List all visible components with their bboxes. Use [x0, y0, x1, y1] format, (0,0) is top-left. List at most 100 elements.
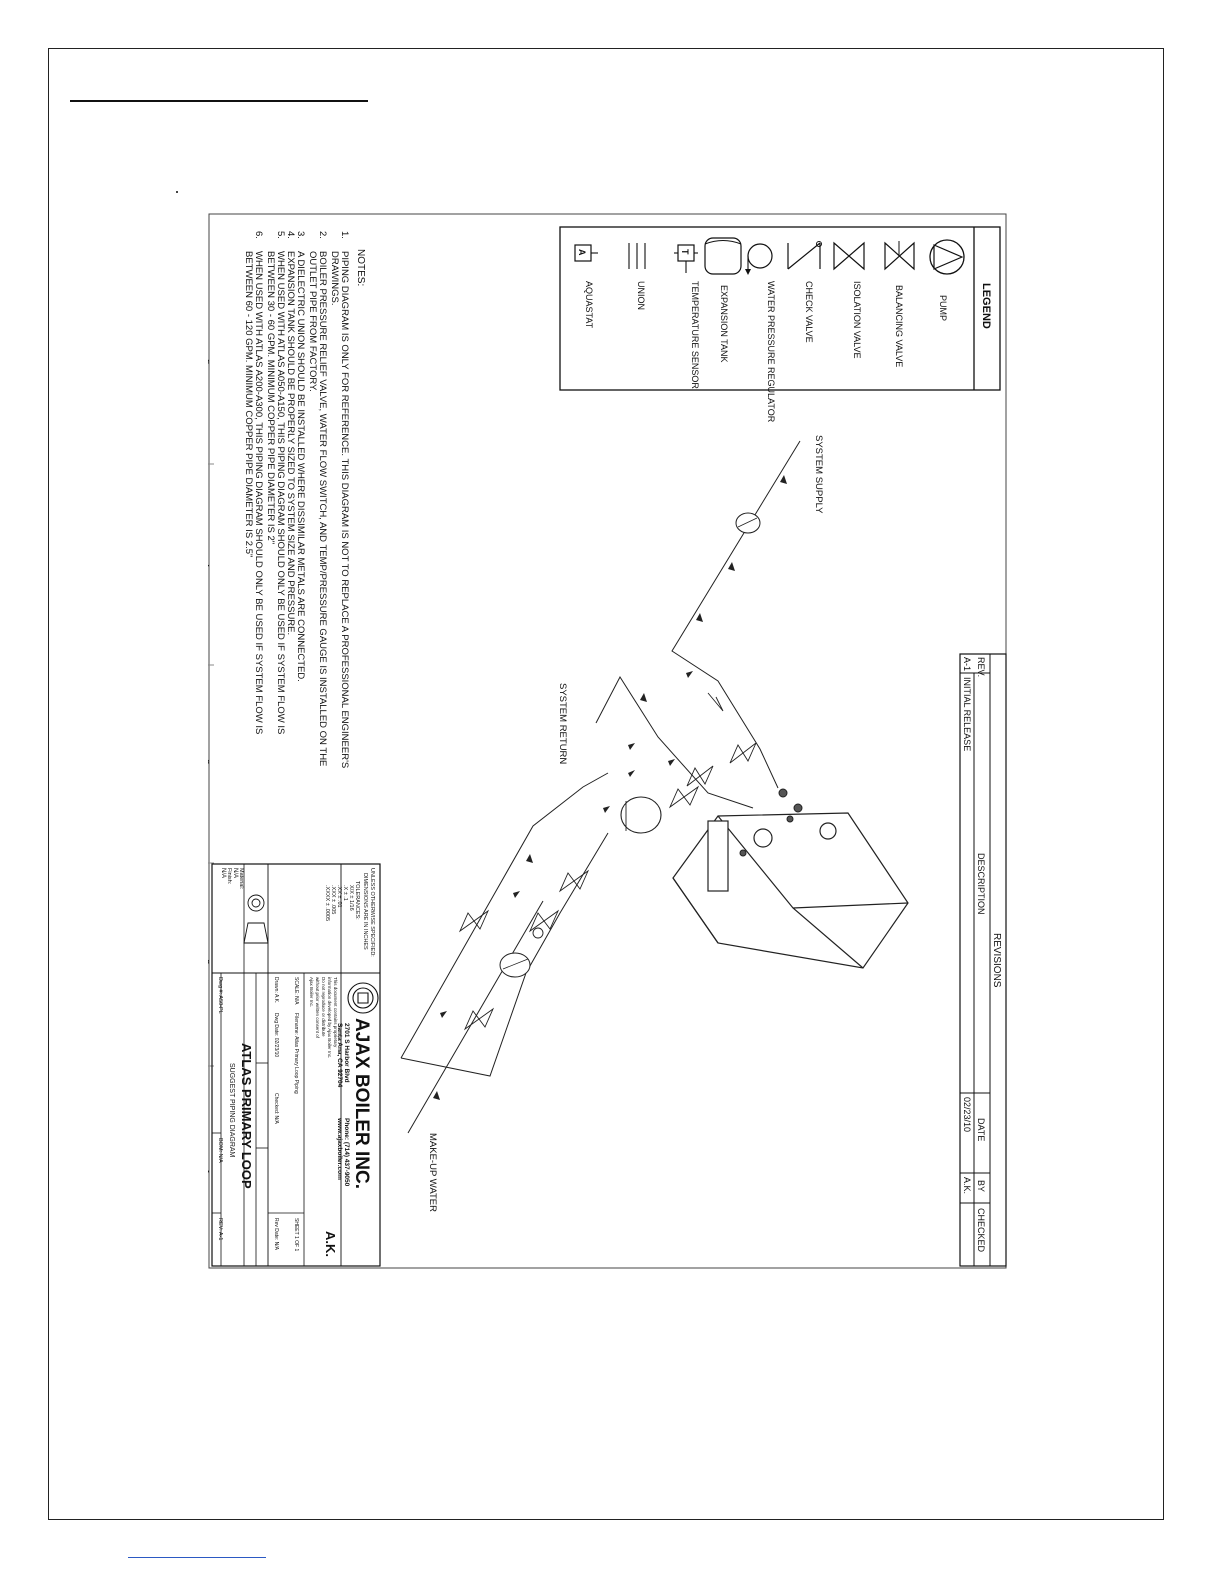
drawing-svg: LEGEND PUMP BALANCING VALVE ISOLATION VA…: [208, 213, 1007, 1269]
company-name: AJAX BOILER INC.: [351, 1018, 372, 1189]
balancing-valve-icon: [668, 785, 700, 809]
makeup-pipe: [407, 900, 544, 1134]
check-valve-icon: [707, 692, 724, 712]
drawing-subtitle: SUGGEST PIPING DIAGRAM: [228, 1063, 235, 1158]
note-line: BETWEEN 60 - 120 GPM. MINIMUM COPPER PIP…: [243, 251, 254, 557]
proprietary-note: without prior written consent of: [315, 977, 320, 1039]
material-label: Material:: [238, 868, 244, 890]
isolation-valve-icon: [729, 742, 757, 764]
legend-label: BALANCING VALVE: [894, 285, 904, 367]
system-return-label: SYSTEM RETURN: [557, 683, 568, 764]
revisions-title: REVISIONS: [991, 933, 1002, 988]
note-line: BOILER PRESSURE RELIEF VALVE, WATER FLOW…: [317, 251, 328, 766]
note-number: 6.: [253, 231, 264, 239]
note-number: 5.: [275, 231, 286, 239]
proprietary-note: This document contains proprietary: [333, 977, 338, 1048]
date-cell: 02/23/10: [962, 1097, 972, 1132]
temperature-sensor-icon: T: [674, 244, 698, 273]
finish-value: N/A: [220, 868, 226, 878]
union-icon: [628, 243, 646, 269]
rev-field: REV: A-1: [217, 1218, 223, 1240]
speck: [176, 191, 178, 193]
pump-icon: [735, 512, 761, 534]
drawn-field: Drawn: A.K.: [273, 977, 279, 1003]
balancing-valve-icon: [884, 241, 915, 271]
zone-number: 3: [208, 759, 210, 765]
company-city: Santa Ana, CA 92704: [336, 1023, 343, 1088]
isolation-valve-icon: [833, 241, 865, 271]
legend-label: WATER PRESSURE REGULATOR: [766, 281, 776, 423]
return-pipe: [595, 675, 754, 809]
tolerance-line: X/X ± 1/16: [348, 885, 354, 911]
tolerance-header: UNLESS OTHERWISE SPECIFIED:: [369, 868, 375, 957]
legend-title: LEGEND: [980, 283, 992, 329]
by-header: BY: [976, 1180, 986, 1192]
by-cell: A.K.: [962, 1177, 972, 1194]
sheet-field: SHEET 1 OF 1: [293, 1218, 299, 1251]
note-line: BETWEEN 30 - 60 GPM. MINIMUM COPPER PIPE…: [265, 251, 276, 544]
check-valve-icon: [787, 241, 822, 270]
description-cell: INITIAL RELEASE: [962, 677, 972, 751]
isolation-valve-icon: [458, 869, 590, 1031]
footer-link-underline[interactable]: [128, 1557, 266, 1558]
company-address: 2701 S Harbor Blvd: [343, 1023, 350, 1083]
revisions-table: REVISIONS REV. DESCRIPTION DATE BY CHECK…: [959, 653, 1007, 1267]
zone-number: 5: [208, 359, 210, 365]
title-block: UNLESS OTHERWISE SPECIFIED: DIMENSIONS A…: [211, 863, 381, 1267]
supply-pipe: [671, 440, 801, 789]
boiler-unit: [672, 812, 909, 969]
note-line: WHEN USED WITH ATLAS A050-A150, THIS PIP…: [275, 251, 286, 734]
filename-field: Filename: Atlas Primary Loop Piping: [293, 1013, 299, 1094]
tolerance-line: .XXX ± .005: [330, 885, 336, 914]
proprietary-note: Do not reproduce or distribute: [321, 977, 326, 1037]
company-phone: Phone: (714) 437-9050: [343, 1118, 350, 1187]
secondary-return-pipe: [400, 772, 609, 1059]
expansion-tank-icon: [704, 237, 742, 275]
tolerance-line: .XX ± .01: [336, 885, 342, 908]
water-pressure-regulator-icon: [745, 243, 773, 275]
note-line: EXPANSION TANK SHOULD BE PROPERLY SIZED …: [285, 251, 296, 635]
isolation-valve-icon: [686, 765, 714, 787]
rev-cell: A-1: [962, 657, 972, 671]
legend-label: EXPANSION TANK: [719, 285, 729, 363]
tolerance-line: .XXXX ± .0005: [324, 885, 330, 921]
material-value: N/A: [232, 868, 238, 878]
notes-heading: NOTES:: [355, 249, 366, 286]
system-supply-label: SYSTEM SUPPLY: [813, 435, 824, 514]
zone-number: 4: [208, 562, 210, 568]
makeup-water-label: MAKE-UP WATER: [427, 1133, 438, 1212]
proprietary-note: Ajax Boiler Inc.: [309, 977, 314, 1007]
legend-label: UNION: [636, 281, 646, 310]
expansion-tank-icon: [620, 796, 662, 834]
legend-label: AQUASTAT: [584, 281, 594, 329]
company-logo-icon: [347, 982, 379, 1014]
water-pressure-regulator-icon: [532, 927, 544, 939]
note-line: A DIELECTRIC UNION SHOULD BE INSTALLED W…: [295, 251, 306, 682]
legend-label: TEMPERATURE SENSOR: [690, 281, 700, 389]
rev-header: REV.: [976, 657, 986, 677]
note-number: 2.: [317, 231, 328, 239]
legend-label: CHECK VALVE: [804, 281, 814, 343]
drawing-title: ATLAS PRIMARY LOOP: [239, 1043, 254, 1189]
page-frame: [48, 48, 1164, 1520]
legend-label: ISOLATION VALVE: [852, 281, 862, 359]
proprietary-note: information developed by Ajax Boiler Inc…: [327, 977, 332, 1058]
company-website: www.ajaxboiler.com: [336, 1117, 343, 1180]
zone-number: 2: [208, 959, 210, 965]
boiler-fittings: [739, 788, 803, 857]
temp-symbol: T: [680, 249, 690, 255]
tolerance-line: TOLERANCES:: [354, 881, 360, 920]
bom-field: BOM: N/A: [217, 1138, 223, 1163]
date-header: DATE: [976, 1118, 986, 1141]
description-header: DESCRIPTION: [976, 853, 986, 915]
rev-date-field: Rev Date: N/A: [273, 1218, 279, 1251]
note-line: WHEN USED WITH ATLAS A200-A300, THIS PIP…: [253, 251, 264, 734]
pump-icon: [929, 239, 965, 275]
zone-number: 1: [208, 1169, 210, 1175]
aquastat-symbol: A: [577, 249, 587, 256]
dwg-date-field: Dwg Date: 02/23/10: [273, 1013, 279, 1057]
note-number: 3.: [295, 231, 306, 239]
note-line: PIPING DIAGRAM IS ONLY FOR REFERENCE. TH…: [339, 251, 350, 768]
note-number: 1.: [339, 231, 350, 239]
tolerance-header: DIMENSIONS ARE IN INCHES: [362, 873, 368, 950]
